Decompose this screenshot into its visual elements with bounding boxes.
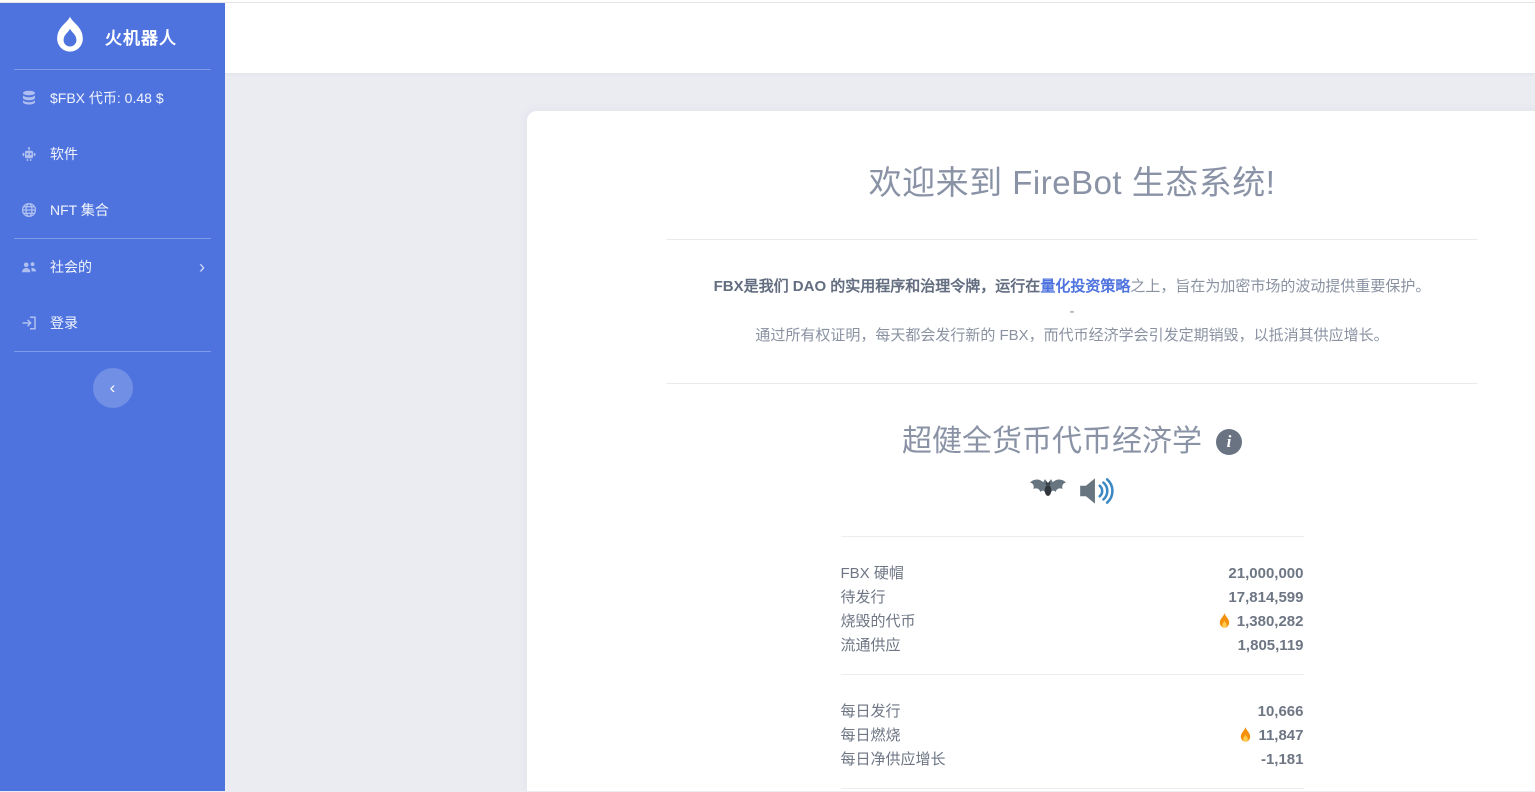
row-value-text: 1,380,282 <box>1236 612 1304 630</box>
sidebar: 火机器人 $FBX 代币: 0.48 $ 软件 NFT 集合 <box>0 3 225 791</box>
table-divider <box>840 535 1304 537</box>
table-divider <box>840 787 1304 789</box>
table-row: FBX 硬帽 21,000,000 <box>841 562 1304 586</box>
sidebar-divider <box>14 69 211 70</box>
topbar <box>225 3 1535 73</box>
users-icon <box>20 258 38 276</box>
intro-paragraph: FBX是我们 DAO 的实用程序和治理令牌，运行在量化投资策略之上，旨在为加密市… <box>527 275 1535 349</box>
brand-link[interactable]: 火机器人 <box>0 3 225 69</box>
sidebar-toggle-button[interactable]: ‹ <box>92 368 133 408</box>
sidebar-item-label: NFT 集合 <box>50 202 109 218</box>
tokenomics-table: FBX 硬帽 21,000,000 待发行 17,814,599 烧毁的代币 1… <box>840 535 1304 789</box>
row-label: 每日燃烧 <box>840 726 901 744</box>
sidebar-item-nft-collection[interactable]: NFT 集合 <box>0 182 225 238</box>
sidebar-item-login[interactable]: 登录 <box>0 295 225 351</box>
welcome-card: 欢迎来到 FireBot 生态系统! FBX是我们 DAO 的实用程序和治理令牌… <box>527 111 1535 791</box>
ultrasound-money-emojis <box>527 472 1535 510</box>
table-row: 每日燃烧 11,847 <box>841 724 1304 748</box>
intro-after-link: 之上，旨在为加密市场的波动提供重要保护。 <box>1130 278 1431 295</box>
coins-icon <box>20 89 38 107</box>
quant-strategy-link[interactable]: 量化投资策略 <box>1040 278 1131 295</box>
row-value: 11,847 <box>1238 724 1304 748</box>
chevron-left-icon: ‹ <box>109 378 116 397</box>
tokenomics-title-row: 超健全货币代币经济学 i <box>527 422 1535 462</box>
row-value: 21,000,000 <box>1228 564 1304 582</box>
intro-bold-text: FBX是我们 DAO 的实用程序和治理令牌，运行在 <box>713 278 1041 295</box>
table-row: 流通供应 1,805,119 <box>841 634 1304 658</box>
table-row: 每日发行 10,666 <box>841 700 1304 724</box>
intro-line-1: FBX是我们 DAO 的实用程序和治理令牌，运行在量化投资策略之上，旨在为加密市… <box>527 275 1535 300</box>
bat-emoji-icon <box>1029 472 1067 510</box>
content-background: 欢迎来到 FireBot 生态系统! FBX是我们 DAO 的实用程序和治理令牌… <box>225 73 1535 791</box>
row-value: 10,666 <box>1257 702 1304 720</box>
row-value: 1,380,282 <box>1217 610 1304 634</box>
row-label: 流通供应 <box>840 636 901 654</box>
chevron-right-icon: › <box>199 257 205 277</box>
row-value-text: 11,847 <box>1258 726 1304 744</box>
sidebar-divider <box>14 238 211 239</box>
row-label: 待发行 <box>840 588 886 606</box>
section-divider <box>667 382 1477 384</box>
row-value: 1,805,119 <box>1237 636 1304 654</box>
sidebar-item-label: 社会的 <box>50 259 92 275</box>
sidebar-item-label: $FBX 代币: 0.48 $ <box>50 90 164 106</box>
firebot-flame-logo-icon <box>48 14 92 58</box>
sidebar-item-fbx-price[interactable]: $FBX 代币: 0.48 $ <box>0 70 225 126</box>
intro-separator: - <box>1069 302 1075 320</box>
row-label: 烧毁的代币 <box>840 612 916 630</box>
sidebar-item-software[interactable]: 软件 <box>0 126 225 182</box>
table-row: 待发行 17,814,599 <box>841 586 1304 610</box>
row-value: 17,814,599 <box>1228 588 1304 606</box>
app-title: 火机器人 <box>105 28 177 48</box>
daily-group: 每日发行 10,666 每日燃烧 11,847 每日净供应增长 <box>841 675 1304 788</box>
row-label: 每日发行 <box>840 702 901 720</box>
table-row: 每日净供应增长 -1,181 <box>841 748 1304 772</box>
page-top-border <box>0 0 1535 3</box>
flame-emoji-icon <box>1217 613 1232 630</box>
sign-in-icon <box>20 314 38 332</box>
row-value: -1,181 <box>1260 750 1304 768</box>
table-divider <box>840 673 1304 675</box>
sidebar-item-label: 软件 <box>50 146 78 162</box>
row-label: FBX 硬帽 <box>840 564 904 582</box>
flame-emoji-icon <box>1238 727 1253 744</box>
supply-group: FBX 硬帽 21,000,000 待发行 17,814,599 烧毁的代币 1… <box>841 537 1304 674</box>
sidebar-item-social[interactable]: 社会的 › <box>0 239 225 295</box>
welcome-title: 欢迎来到 FireBot 生态系统! <box>868 164 1276 201</box>
robot-icon <box>20 145 38 163</box>
sidebar-divider <box>14 351 211 352</box>
nft-collection-icon <box>20 201 38 219</box>
section-divider <box>667 239 1477 240</box>
tokenomics-title: 超健全货币代币经济学 <box>902 424 1202 458</box>
intro-line-2: 通过所有权证明，每天都会发行新的 FBX，而代币经济学会引发定期销毁，以抵消其供… <box>755 327 1389 344</box>
speaker-emoji-icon <box>1077 472 1115 510</box>
sidebar-item-label: 登录 <box>50 315 78 331</box>
info-icon[interactable]: i <box>1216 428 1242 455</box>
row-label: 每日净供应增长 <box>840 750 946 768</box>
table-row: 烧毁的代币 1,380,282 <box>841 610 1304 634</box>
